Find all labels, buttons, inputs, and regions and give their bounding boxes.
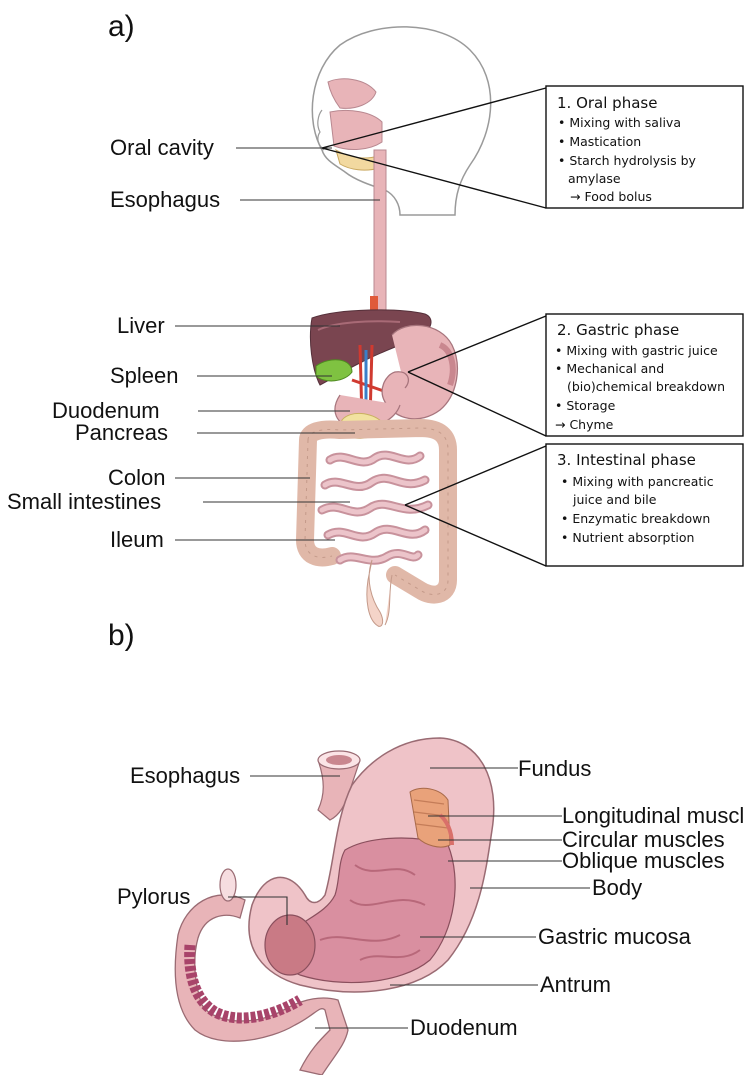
label-fundus: Fundus (518, 756, 591, 781)
label-longitudinal: Longitudinal muscles (562, 803, 745, 828)
gastric-item: • Storage (555, 398, 616, 413)
label-esophagus-a: Esophagus (110, 187, 220, 212)
label-esophagus-b: Esophagus (130, 763, 240, 788)
intestinal-item: • Enzymatic breakdown (561, 511, 710, 526)
label-pancreas: Pancreas (75, 420, 168, 445)
intestinal-item: • Nutrient absorption (561, 530, 694, 545)
oral-item: amylase (568, 171, 621, 186)
label-duodenum-b: Duodenum (410, 1015, 518, 1040)
gastric-item: (bio)chemical breakdown (567, 379, 725, 394)
gastric-phase-title: 2. Gastric phase (557, 321, 679, 339)
oral-item: → Food bolus (570, 189, 652, 204)
oral-item: • Mastication (558, 134, 641, 149)
gastric-item: • Mechanical and (555, 361, 664, 376)
label-liver: Liver (117, 313, 165, 338)
label-pylorus: Pylorus (117, 884, 190, 909)
label-colon: Colon (108, 465, 165, 490)
label-small-intestines: Small intestines (7, 489, 161, 514)
gastric-item: • Mixing with gastric juice (555, 343, 718, 358)
panel-b-letter: b) (108, 619, 135, 652)
intestinal-phase-title: 3. Intestinal phase (557, 451, 696, 469)
label-spleen: Spleen (110, 363, 179, 388)
intestinal-item: juice and bile (572, 492, 657, 507)
label-ileum: Ileum (110, 527, 164, 552)
spleen-shape (316, 360, 352, 381)
label-body: Body (592, 875, 642, 900)
oral-phase-title: 1. Oral phase (557, 94, 657, 112)
oral-phase-box: 1. Oral phase • Mixing with saliva • Mas… (546, 86, 743, 208)
panel-a-letter: a) (108, 10, 135, 43)
head-illustration (312, 27, 490, 215)
label-antrum: Antrum (540, 972, 611, 997)
label-gastric-mucosa: Gastric mucosa (538, 924, 692, 949)
oral-item: • Starch hydrolysis by (558, 153, 697, 168)
label-oral-cavity: Oral cavity (110, 135, 214, 160)
intestinal-item: • Mixing with pancreatic (561, 474, 714, 489)
oral-item: • Mixing with saliva (558, 115, 681, 130)
label-oblique: Oblique muscles (562, 848, 725, 873)
gastric-item: → Chyme (555, 417, 614, 432)
gastric-phase-box: 2. Gastric phase • Mixing with gastric j… (546, 314, 743, 436)
intestinal-phase-box: 3. Intestinal phase • Mixing with pancre… (546, 444, 743, 566)
